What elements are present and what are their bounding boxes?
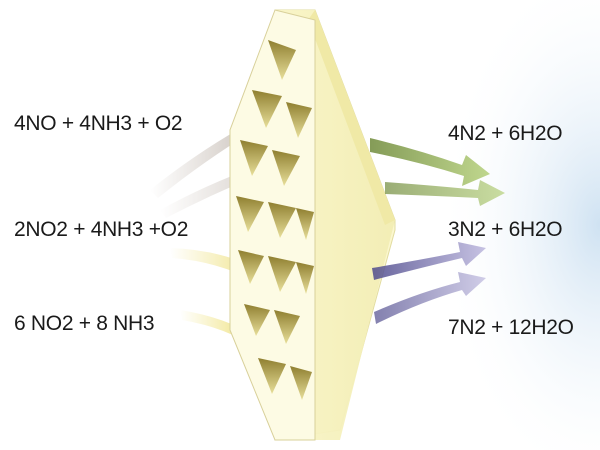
catalyst-cell xyxy=(258,358,286,394)
catalyst-edge-shade xyxy=(308,10,395,225)
catalyst-cell xyxy=(252,90,282,128)
product-arrows xyxy=(370,138,505,324)
catalyst-cell xyxy=(236,196,264,232)
catalyst-cell xyxy=(272,150,300,186)
catalyst-cell xyxy=(296,208,314,240)
product-arrow-1b xyxy=(385,180,505,206)
reactant-equation-1: 4NO + 4NH3 + O2 xyxy=(14,112,183,135)
product-equation-2: 3N2 + 6H2O xyxy=(448,218,563,241)
catalyst-cell xyxy=(286,102,312,138)
catalyst-cell xyxy=(296,262,314,294)
catalyst-cell xyxy=(244,304,270,336)
catalyst-cell xyxy=(268,202,296,238)
product-equation-1: 4N2 + 6H2O xyxy=(448,122,563,145)
product-arrow-3 xyxy=(374,272,486,324)
catalyst-cells xyxy=(236,40,314,400)
reactant-equation-3: 6 NO2 + 8 NH3 xyxy=(14,312,155,335)
catalyst-cell xyxy=(238,250,264,284)
product-arrow-1 xyxy=(370,138,490,186)
product-arrow-2 xyxy=(372,242,486,280)
product-equation-3: 7N2 + 12H2O xyxy=(448,316,574,339)
catalyst-cell xyxy=(240,140,268,176)
reactant-equation-2: 2NO2 + 4NH3 +O2 xyxy=(14,218,189,241)
catalyst-cell xyxy=(274,310,300,344)
reactant-arrow-2 xyxy=(170,248,290,300)
catalyst-cell xyxy=(268,256,296,292)
catalyst-cell xyxy=(290,366,312,400)
catalyst-cell xyxy=(268,40,296,80)
